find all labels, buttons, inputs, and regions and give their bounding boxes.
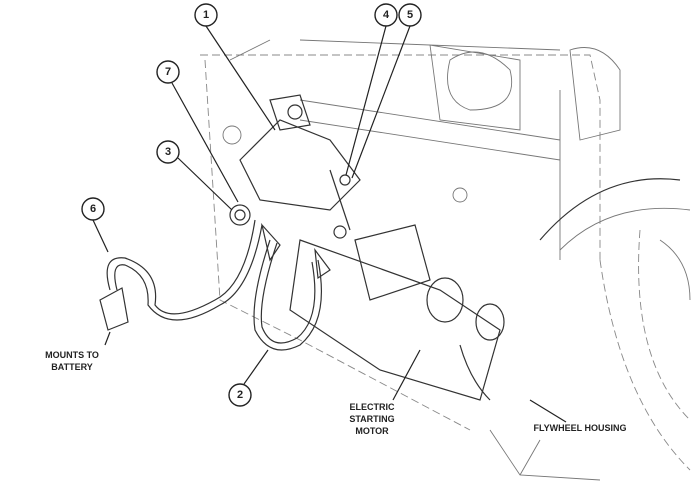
label-flywheel-housing: FLYWHEEL HOUSING xyxy=(533,423,626,433)
battery-cable xyxy=(99,219,263,331)
ground-cable xyxy=(253,222,331,351)
callout-6: 6 xyxy=(81,197,105,221)
svg-text:2: 2 xyxy=(237,389,243,401)
svg-text:6: 6 xyxy=(90,203,96,215)
label-motor-3: MOTOR xyxy=(355,426,389,436)
callout-7: 7 xyxy=(156,60,180,84)
callout-4: 4 xyxy=(374,3,398,27)
svg-text:5: 5 xyxy=(407,9,413,21)
label-mounts-to-battery-1: MOUNTS TO xyxy=(45,350,99,360)
callout-5: 5 xyxy=(398,3,422,27)
flywheel-housing xyxy=(489,178,691,481)
callout-3: 3 xyxy=(156,140,180,164)
label-mounts-to-battery-2: BATTERY xyxy=(51,362,93,372)
engine-block xyxy=(200,39,621,431)
callout-1: 1 xyxy=(194,3,218,27)
label-motor-1: ELECTRIC xyxy=(350,402,396,412)
svg-text:1: 1 xyxy=(203,9,209,21)
svg-text:3: 3 xyxy=(165,146,171,158)
label-motor-2: STARTING xyxy=(349,414,394,424)
callout-2: 2 xyxy=(228,383,252,407)
mounting-bracket xyxy=(229,94,361,239)
svg-text:7: 7 xyxy=(165,66,171,78)
svg-text:4: 4 xyxy=(383,9,390,21)
electric-starting-motor xyxy=(289,224,505,401)
